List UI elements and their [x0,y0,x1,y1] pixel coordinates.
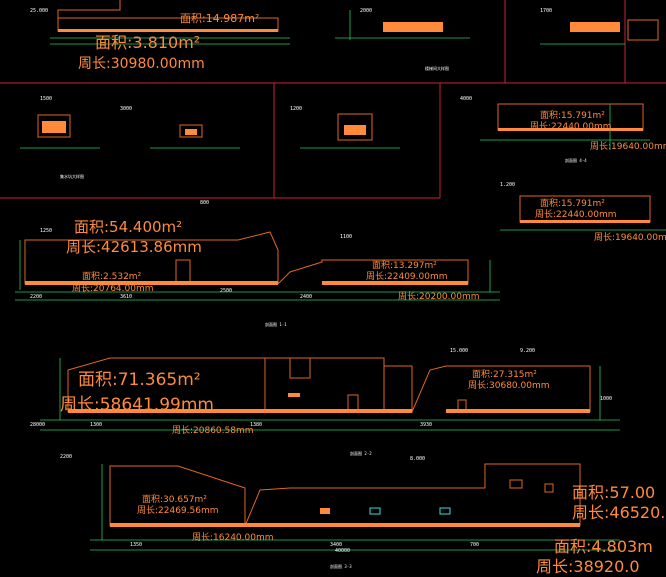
svg-text:3000: 3000 [120,106,132,112]
area-label: 面积:15.791m² [540,109,605,121]
svg-text:800: 800 [200,200,209,206]
perimeter-label: 周长:22409.00mm [366,270,448,282]
perimeter-label: 周长:46520.0 [572,503,666,522]
svg-text:700: 700 [470,542,479,548]
svg-text:楼梯间大样图: 楼梯间大样图 [425,65,449,71]
area-label: 面积:57.00 [572,483,655,502]
section-1-1 [15,231,500,301]
area-label: 面积:30.657m² [142,493,207,505]
sheet-frame [0,0,666,199]
area-label: 面积:15.791m² [540,197,605,209]
area-label: 面积:2.532m² [82,270,142,282]
perimeter-label: 周长:58641.99mm [60,395,214,415]
area-label: 面积:54.400m² [74,218,182,236]
svg-text:3930: 3930 [420,422,432,428]
svg-text:40000: 40000 [335,548,350,554]
perimeter-label: 周长:19640.00mm [590,140,666,152]
section-right-2 [500,195,666,231]
svg-text:3400: 3400 [330,542,342,548]
svg-text:1300: 1300 [90,422,102,428]
perimeter-label: 周长:38920.0 [536,557,640,576]
area-label: 面积:3.810m² [95,33,200,52]
area-label: 面积:13.297m² [372,259,437,271]
svg-text:15.000: 15.000 [450,348,468,354]
perimeter-label: 周长:16240.00mm [192,531,274,543]
perimeter-label: 周长:30680.00mm [468,379,550,391]
svg-text:1500: 1500 [40,96,52,102]
area-perimeter-labels: 面积:14.987m² 面积:3.810m² 周长:30980.00mm 面积:… [60,12,666,576]
svg-text:1.200: 1.200 [500,182,515,188]
perimeter-label: 周长:20764.00mm [72,282,154,294]
svg-text:1350: 1350 [130,542,142,548]
svg-text:8.000: 8.000 [410,456,425,462]
area-label: 面积:4.803m [554,537,653,556]
perimeter-label: 周长:20200.00mm [398,290,480,302]
svg-text:3610: 3610 [120,294,132,300]
svg-text:2200: 2200 [30,294,42,300]
svg-text:剖面图 4-4: 剖面图 4-4 [565,157,587,163]
section-3-3 [90,463,620,551]
area-label: 面积:71.365m² [78,370,201,390]
svg-text:2400: 2400 [300,294,312,300]
section-right-1 [480,103,650,141]
svg-text:1000: 1000 [600,396,612,402]
perimeter-label: 周长:22469.56mm [137,504,219,516]
area-label: 面积:14.987m² [180,12,259,25]
svg-text:2200: 2200 [60,454,72,460]
area-label: 面积:27.315m² [472,368,537,380]
elevation-markers [19,104,611,540]
svg-text:4000: 4000 [460,96,472,102]
svg-text:1200: 1200 [290,106,302,112]
perimeter-label: 周长:22440.00mm [530,120,612,132]
detail-top-right [540,19,659,45]
perimeter-label: 周长:30980.00mm [78,56,205,72]
detail-top-mid [335,10,470,40]
section-2-2 [40,357,620,431]
svg-text:2500: 2500 [220,288,232,294]
svg-text:1250: 1250 [40,228,52,234]
svg-text:集水坑大样图: 集水坑大样图 [60,173,84,179]
perimeter-label: 周长:42613.86mm [66,238,202,256]
section-top-left [50,0,290,45]
drawing-captions: 楼梯间大样图 集水坑大样图 剖面图 1-1 剖面图 2-2 剖面图 3-3 剖面… [60,65,587,569]
svg-text:1380: 1380 [250,422,262,428]
svg-text:1700: 1700 [540,8,552,14]
perimeter-label: 周长:22440.00mm [535,208,617,220]
svg-text:2000: 2000 [360,8,372,14]
detail-row2 [20,113,400,149]
perimeter-label: 周长:19640.00mm [594,231,666,243]
svg-text:25.000: 25.000 [30,8,48,14]
svg-text:1100: 1100 [340,234,352,240]
svg-text:剖面图 2-2: 剖面图 2-2 [350,450,372,456]
svg-text:剖面图 3-3: 剖面图 3-3 [330,563,352,569]
perimeter-label: 周长:20860.58mm [172,424,254,436]
svg-text:9.200: 9.200 [520,348,535,354]
svg-text:28000: 28000 [30,422,45,428]
svg-text:剖面图 1-1: 剖面图 1-1 [265,321,287,327]
dimension-texts: 25.000 2000 1700 1500 3000 1200 4000 220… [30,8,612,554]
